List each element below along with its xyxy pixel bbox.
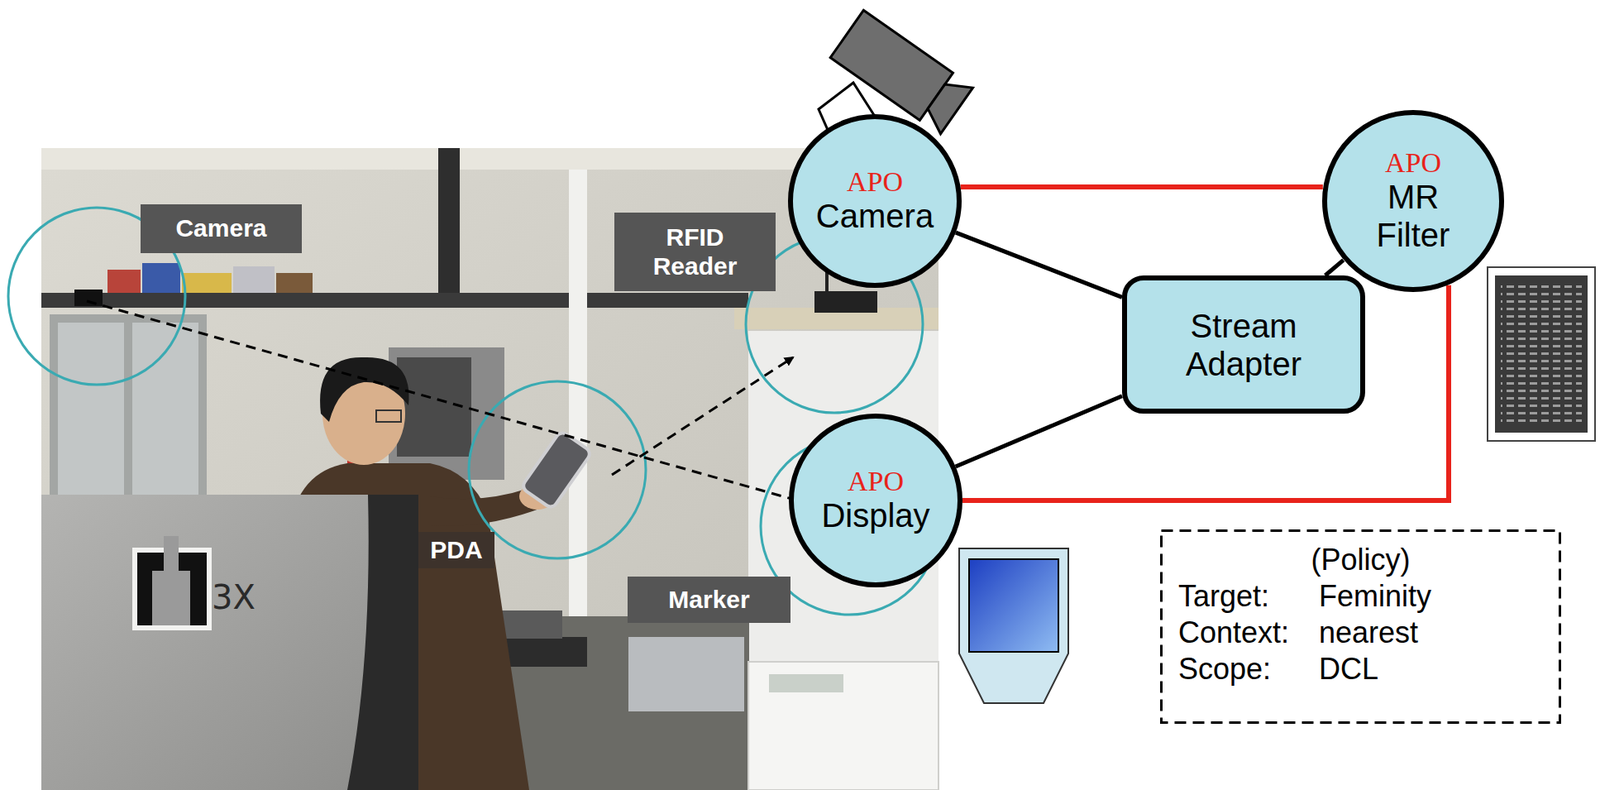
node-label: Marker (668, 585, 750, 615)
photo-sink (628, 636, 745, 712)
inset-bottle-neck (163, 535, 179, 573)
photo-box (142, 262, 181, 293)
apo-circle: APOMR Filter (1322, 109, 1505, 293)
apo-tag: APO (1385, 148, 1442, 178)
pda-icon-screen (969, 558, 1059, 652)
node-label: Camera (175, 214, 267, 244)
highlight-circles (8, 207, 938, 615)
connector-line (955, 396, 1123, 467)
policy-heading: (Policy) (1178, 540, 1543, 578)
filter-frame (1487, 267, 1596, 441)
inset-bottle (152, 570, 191, 626)
node-label: Camera (816, 196, 934, 235)
connector-line (1325, 259, 1344, 276)
photo-pda (520, 429, 593, 509)
dashed-outline-rect (1161, 530, 1561, 723)
camera-lens (920, 73, 974, 134)
adapter-box: Stream Adapter (1122, 275, 1366, 414)
photo-person-hair (320, 357, 409, 422)
node-label: PDA (429, 535, 483, 565)
photo-cabinet-glass (132, 322, 199, 497)
photo-camera (74, 289, 103, 306)
policy-value: nearest (1318, 614, 1543, 651)
filter-image-ground (1494, 275, 1588, 433)
filter-image (1487, 267, 1596, 441)
photo-box (107, 269, 141, 293)
photo-person-glasses (376, 410, 402, 422)
photo-box (233, 266, 275, 293)
photo-pot (496, 610, 563, 639)
photo-box (276, 272, 313, 293)
photo-cabinet-glass (57, 322, 125, 497)
photo-label: PDA (418, 531, 495, 569)
apo-tag: APO (846, 167, 903, 197)
photo-dishwasher (748, 661, 939, 790)
policy-value: Feminity (1318, 577, 1543, 615)
inset-ground (41, 494, 419, 790)
photo-label: Camera (140, 204, 302, 254)
dashed-arrow (611, 357, 793, 475)
apo-tag: APO (847, 466, 904, 497)
connector-line (960, 184, 1323, 190)
connector-line (955, 232, 1123, 297)
photo-box (181, 272, 232, 293)
policy-box: (Policy)Target:FeminityContext:nearestSc… (1160, 529, 1562, 724)
policy-key: Scope: (1178, 650, 1319, 688)
pda-icon-body (959, 548, 1069, 703)
camera-body-group (830, 9, 974, 134)
photo-rfid-reader (814, 291, 878, 313)
photo-pipe (568, 169, 588, 633)
node-label: RFID Reader (641, 223, 750, 281)
node-label: MR Filter (1351, 177, 1476, 254)
apo-circle: APODisplay (788, 413, 963, 588)
policy-key: Context: (1178, 614, 1319, 651)
inset-photo (41, 494, 419, 790)
photo-shelf (41, 292, 749, 308)
pda-icon (959, 548, 1069, 703)
photo-dishwasher-panel (768, 673, 844, 693)
photo-beam (438, 148, 460, 306)
policy-key: Target: (1178, 577, 1319, 615)
node-label: Display (821, 496, 930, 535)
policy-value: DCL (1318, 650, 1543, 688)
policy-table: Target:FeminityContext:nearestScope:DCL (1178, 577, 1543, 688)
node-label: Stream Adapter (1160, 306, 1327, 383)
photo-label: Marker (627, 576, 791, 623)
dashed-arrows (86, 300, 822, 507)
photo-cabinet (49, 314, 207, 505)
filter-image-dots (1500, 281, 1582, 427)
dashed-arrow (86, 300, 822, 507)
inset-shadow (347, 494, 419, 790)
inset-text: 3X (211, 580, 256, 614)
photo-label: RFID Reader (614, 212, 776, 292)
apo-circle: APOCamera (788, 114, 962, 288)
